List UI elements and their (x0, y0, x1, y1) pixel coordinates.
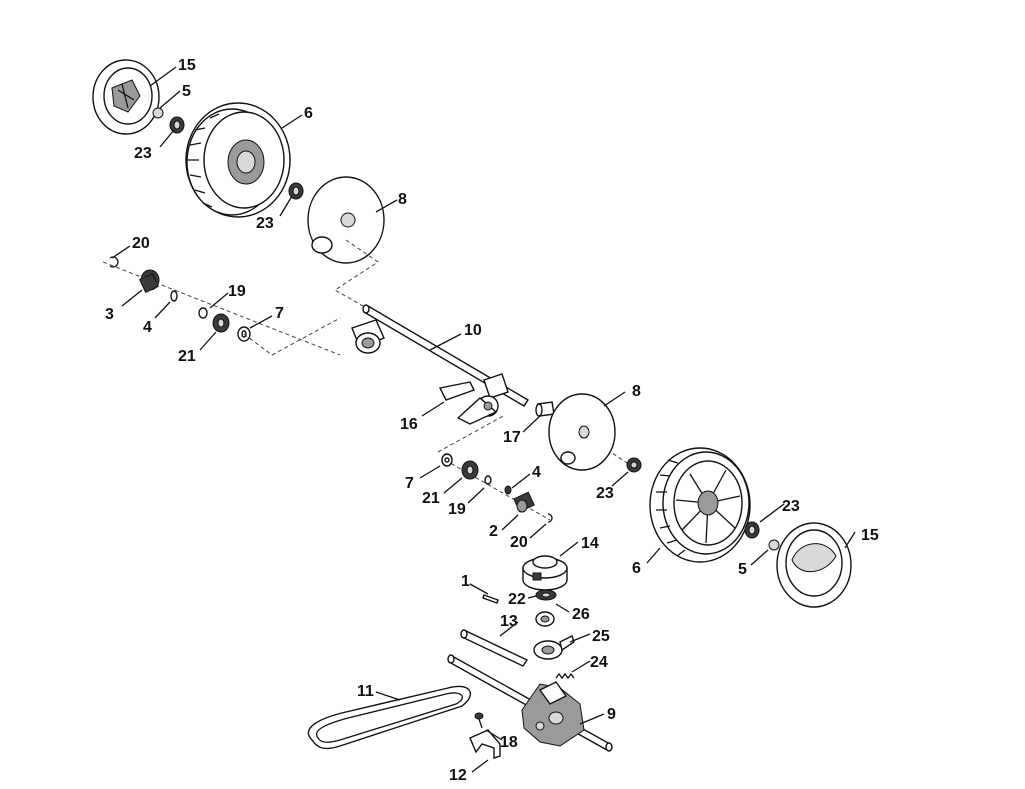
label-6-left: 6 (304, 105, 313, 122)
screw-18 (474, 712, 484, 729)
lever-16 (438, 381, 499, 425)
leader-lines (111, 66, 856, 773)
shaft-13 (460, 629, 529, 667)
hubcap-right (776, 522, 852, 608)
pin-4-right (504, 485, 512, 495)
wheel-cover-right (548, 393, 616, 471)
label-4-left: 4 (143, 319, 152, 336)
pulley-14 (522, 555, 568, 591)
label-14: 14 (581, 535, 599, 552)
key-1 (482, 594, 499, 604)
label-8-right: 8 (632, 383, 641, 400)
label-23-right-a: 23 (596, 485, 614, 502)
pinion-3 (139, 269, 160, 293)
label-10: 10 (464, 322, 482, 339)
label-13: 13 (500, 613, 518, 630)
label-20-right: 20 (510, 534, 528, 551)
label-21-left: 21 (178, 348, 196, 365)
label-7-right: 7 (405, 475, 414, 492)
pin-4-left (170, 290, 178, 302)
label-6-right: 6 (632, 560, 641, 577)
label-26: 26 (572, 606, 590, 623)
label-5-left: 5 (182, 83, 191, 100)
label-2: 2 (489, 523, 498, 540)
label-4-right: 4 (532, 464, 541, 481)
label-15-left: 15 (178, 57, 196, 74)
label-15-right: 15 (861, 527, 879, 544)
wheel-left (185, 102, 291, 218)
label-16: 16 (400, 416, 418, 433)
bearing-23-right-a (626, 457, 642, 473)
pinion-2 (513, 491, 535, 513)
label-8-left: 8 (398, 191, 407, 208)
label-7-left: 7 (275, 305, 284, 322)
label-23-left-a: 23 (134, 145, 152, 162)
label-3: 3 (105, 306, 114, 323)
washer-7-right (441, 453, 453, 467)
label-9: 9 (607, 706, 616, 723)
bearing-21-left (212, 313, 230, 333)
bearing-26 (535, 611, 555, 627)
v-belt-11 (307, 685, 472, 750)
label-11: 11 (357, 683, 374, 700)
nut-5-left (152, 107, 164, 119)
circlip-20-right (547, 513, 553, 523)
bearing-23-left-a (169, 116, 185, 134)
label-19-right: 19 (448, 501, 466, 518)
label-25: 25 (592, 628, 610, 645)
axle-10 (351, 304, 529, 407)
clutch-25 (533, 635, 575, 660)
label-20-left: 20 (132, 235, 150, 252)
bearing-23-right-b (744, 521, 760, 539)
label-21-right: 21 (422, 490, 440, 507)
bearing-21-right (461, 460, 479, 480)
sleeve-17 (535, 401, 555, 417)
washer-22 (535, 589, 557, 601)
label-17: 17 (503, 429, 521, 446)
spring-24 (555, 672, 575, 680)
label-12: 12 (449, 767, 467, 784)
label-19-left: 19 (228, 283, 246, 300)
label-5-right: 5 (738, 561, 747, 578)
label-24: 24 (590, 654, 608, 671)
bracket-12 (469, 729, 501, 759)
washer-19-right (484, 475, 492, 485)
label-18: 18 (500, 734, 518, 751)
hubcap-left (92, 59, 160, 135)
wheel-right (649, 447, 751, 563)
wheel-cover-left (307, 176, 385, 264)
label-23-left-b: 23 (256, 215, 274, 232)
gearbox-9 (447, 654, 613, 752)
label-23-right-b: 23 (782, 498, 800, 515)
washer-19-left (198, 307, 208, 319)
nut-5-right (768, 539, 780, 551)
label-1: 1 (461, 573, 470, 590)
label-22: 22 (508, 591, 526, 608)
bearing-23-left-b (288, 182, 304, 200)
